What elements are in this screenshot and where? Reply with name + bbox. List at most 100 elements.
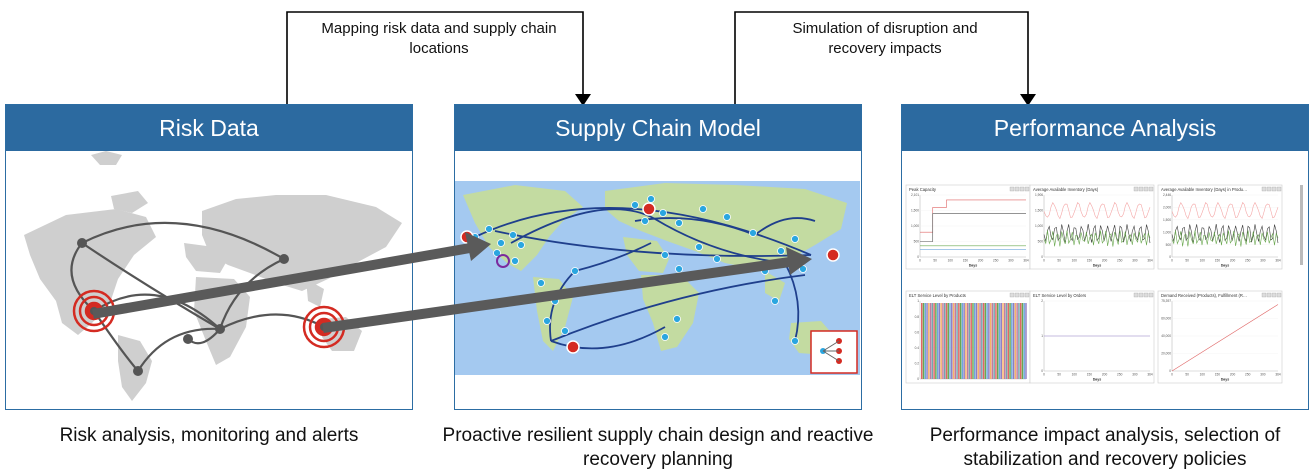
chart-bar (998, 303, 1001, 379)
x-tick-label: 50 (1057, 259, 1061, 263)
chart-bar (954, 303, 957, 379)
chart-toolbar-icon[interactable] (1271, 186, 1277, 192)
chart-bar (963, 303, 965, 379)
chart-toolbar-icon[interactable] (1138, 186, 1144, 192)
dashboard-scrollbar[interactable] (1300, 185, 1303, 265)
chart-toolbar-icon[interactable] (1266, 186, 1272, 192)
chart-bar (1014, 303, 1017, 379)
chart-toolbar-icon[interactable] (1133, 186, 1139, 192)
chart-bar (947, 303, 949, 379)
chart-bar (982, 303, 985, 379)
chart-toolbar-icon[interactable] (1143, 292, 1149, 298)
chart-series (1043, 230, 1151, 247)
x-tick-label: 364 (1275, 259, 1281, 263)
chart-bar (958, 303, 960, 379)
chart-toolbar-icon[interactable] (1261, 292, 1267, 298)
chart-bar (943, 303, 946, 379)
chart-frame (1029, 184, 1155, 270)
x-axis-label: Days (1221, 264, 1230, 268)
x-tick-label: 300 (1260, 373, 1266, 377)
y-tick-label: 1,500 (1035, 209, 1043, 213)
x-tick-label: 364 (1023, 259, 1029, 263)
x-tick-label: 50 (1185, 259, 1189, 263)
flow-line-simulation (734, 11, 1029, 104)
chart-bar (993, 303, 995, 379)
chart-bar (1012, 303, 1015, 379)
x-tick-label: 250 (1245, 259, 1251, 263)
chart-toolbar-icon[interactable] (1266, 292, 1272, 298)
y-tick-label: 0.6 (915, 330, 920, 334)
chart-bar (936, 303, 939, 379)
chart-toolbar-icon[interactable] (1024, 186, 1030, 192)
chart-toolbar-icon[interactable] (1138, 292, 1144, 298)
chart-toolbar-icon[interactable] (1009, 186, 1015, 192)
chart-series (1171, 304, 1279, 372)
chart-series (920, 213, 1026, 242)
dashboard-chart-3: Average Available Inventory (Days) in Pr… (1157, 184, 1283, 270)
chart-bar (1025, 303, 1027, 379)
chart-toolbar-icon[interactable] (1276, 186, 1282, 192)
chart-toolbar-icon[interactable] (1148, 186, 1154, 192)
chart-toolbar-icon[interactable] (1024, 292, 1030, 298)
chart-toolbar-icon[interactable] (1014, 292, 1020, 298)
x-tick-label: 50 (1057, 373, 1061, 377)
chart-bar (1018, 303, 1020, 379)
x-axis-label: Days (969, 264, 978, 268)
chart-bar (991, 303, 994, 379)
y-tick-label: 0 (917, 377, 919, 381)
chart-toolbar-icon[interactable] (1143, 186, 1149, 192)
chart-bar (965, 303, 967, 379)
chart-bar (1009, 303, 1011, 379)
chart-bar (951, 303, 953, 379)
chart-bar (961, 303, 964, 379)
chart-bar (1002, 303, 1004, 379)
chart-bar (972, 303, 974, 379)
x-tick-label: 300 (1132, 259, 1138, 263)
chart-bar (966, 303, 969, 379)
supply-chain-caption: Proactive resilient supply chain design … (442, 425, 874, 470)
chart-toolbar-icon[interactable] (1014, 186, 1020, 192)
x-tick-label: 200 (978, 259, 984, 263)
dashboard-chart-6: Demand Received (Products), Fulfillment … (1157, 290, 1283, 384)
x-tick-label: 100 (1072, 373, 1078, 377)
chart-bar (1000, 303, 1002, 379)
supply-chain-model-panel: Supply Chain Model (454, 104, 862, 410)
chart-toolbar-icon[interactable] (1019, 186, 1025, 192)
y-tick-label: 20,000 (1161, 352, 1171, 356)
x-tick-label: 0 (1043, 373, 1045, 377)
chart-bar (952, 303, 955, 379)
chart-toolbar-icon[interactable] (1009, 292, 1015, 298)
y-tick-label: 0 (1041, 369, 1043, 373)
chart-bar (970, 303, 972, 379)
y-tick-label: 500 (914, 240, 920, 244)
y-tick-label: 75,397 (1161, 299, 1171, 303)
chart-series (1043, 201, 1151, 220)
chart-toolbar-icon[interactable] (1271, 292, 1277, 298)
x-axis-label: Days (1093, 378, 1102, 382)
y-tick-label: 1,906 (1035, 193, 1043, 197)
chart-toolbar-icon[interactable] (1148, 292, 1154, 298)
chart-toolbar-icon[interactable] (1276, 292, 1282, 298)
chart-bar (928, 303, 930, 379)
chart-toolbar-icon[interactable] (1133, 292, 1139, 298)
x-tick-label: 200 (1102, 373, 1108, 377)
y-tick-label: 500 (1038, 240, 1044, 244)
chart-toolbar-icon[interactable] (1019, 292, 1025, 298)
chart-toolbar-icon[interactable] (1261, 186, 1267, 192)
x-tick-label: 100 (1200, 259, 1206, 263)
y-tick-label: 60,000 (1161, 317, 1171, 321)
chart-series (1171, 224, 1279, 244)
chart-bar (975, 303, 978, 379)
x-tick-label: 100 (948, 259, 954, 263)
y-tick-label: 2,000 (1163, 206, 1171, 210)
chart-bar (989, 303, 992, 379)
x-tick-label: 250 (1245, 373, 1251, 377)
chart-bar (1007, 303, 1010, 379)
chart-bar (986, 303, 988, 379)
y-tick-label: 1 (1041, 334, 1043, 338)
chart-frame (1029, 290, 1155, 384)
chart-bar (929, 303, 932, 379)
y-tick-label: 1,000 (1163, 230, 1171, 234)
